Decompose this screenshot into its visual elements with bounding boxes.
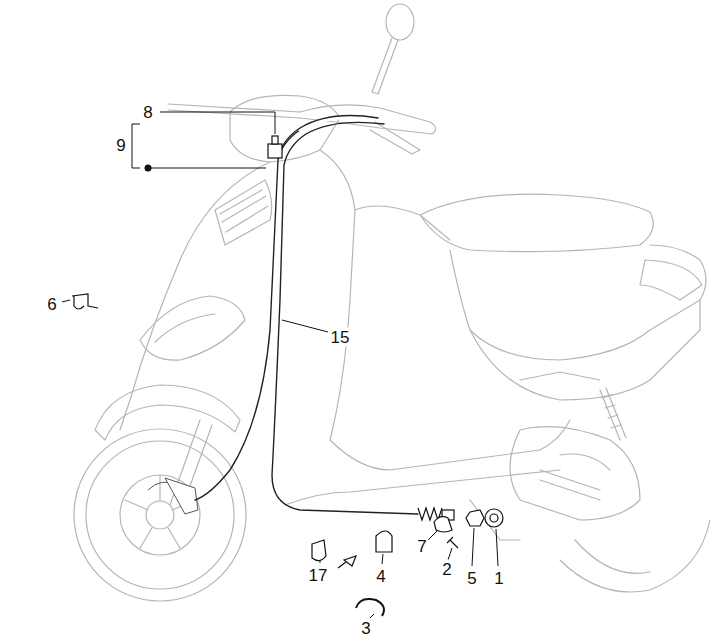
callout-number: 15 — [329, 328, 352, 347]
callout-number: 6 — [45, 295, 58, 314]
brake-cable — [195, 116, 418, 514]
brake-disc — [148, 478, 198, 514]
callout-number: 2 — [440, 560, 453, 579]
callout-number: 3 — [359, 619, 372, 637]
callout-number: 7 — [415, 537, 428, 556]
callout-number: 1 — [492, 569, 505, 588]
callout-number: 17 — [307, 566, 330, 585]
callout-number: 5 — [465, 569, 478, 588]
small-parts — [72, 294, 503, 616]
scooter-outline — [74, 4, 710, 601]
callout-number: 4 — [374, 567, 387, 586]
cable-adjuster — [268, 136, 282, 158]
leader-lines — [62, 112, 498, 618]
bracket-dot — [145, 165, 152, 172]
callout-number: 8 — [141, 103, 154, 122]
callout-number: 9 — [114, 136, 127, 155]
